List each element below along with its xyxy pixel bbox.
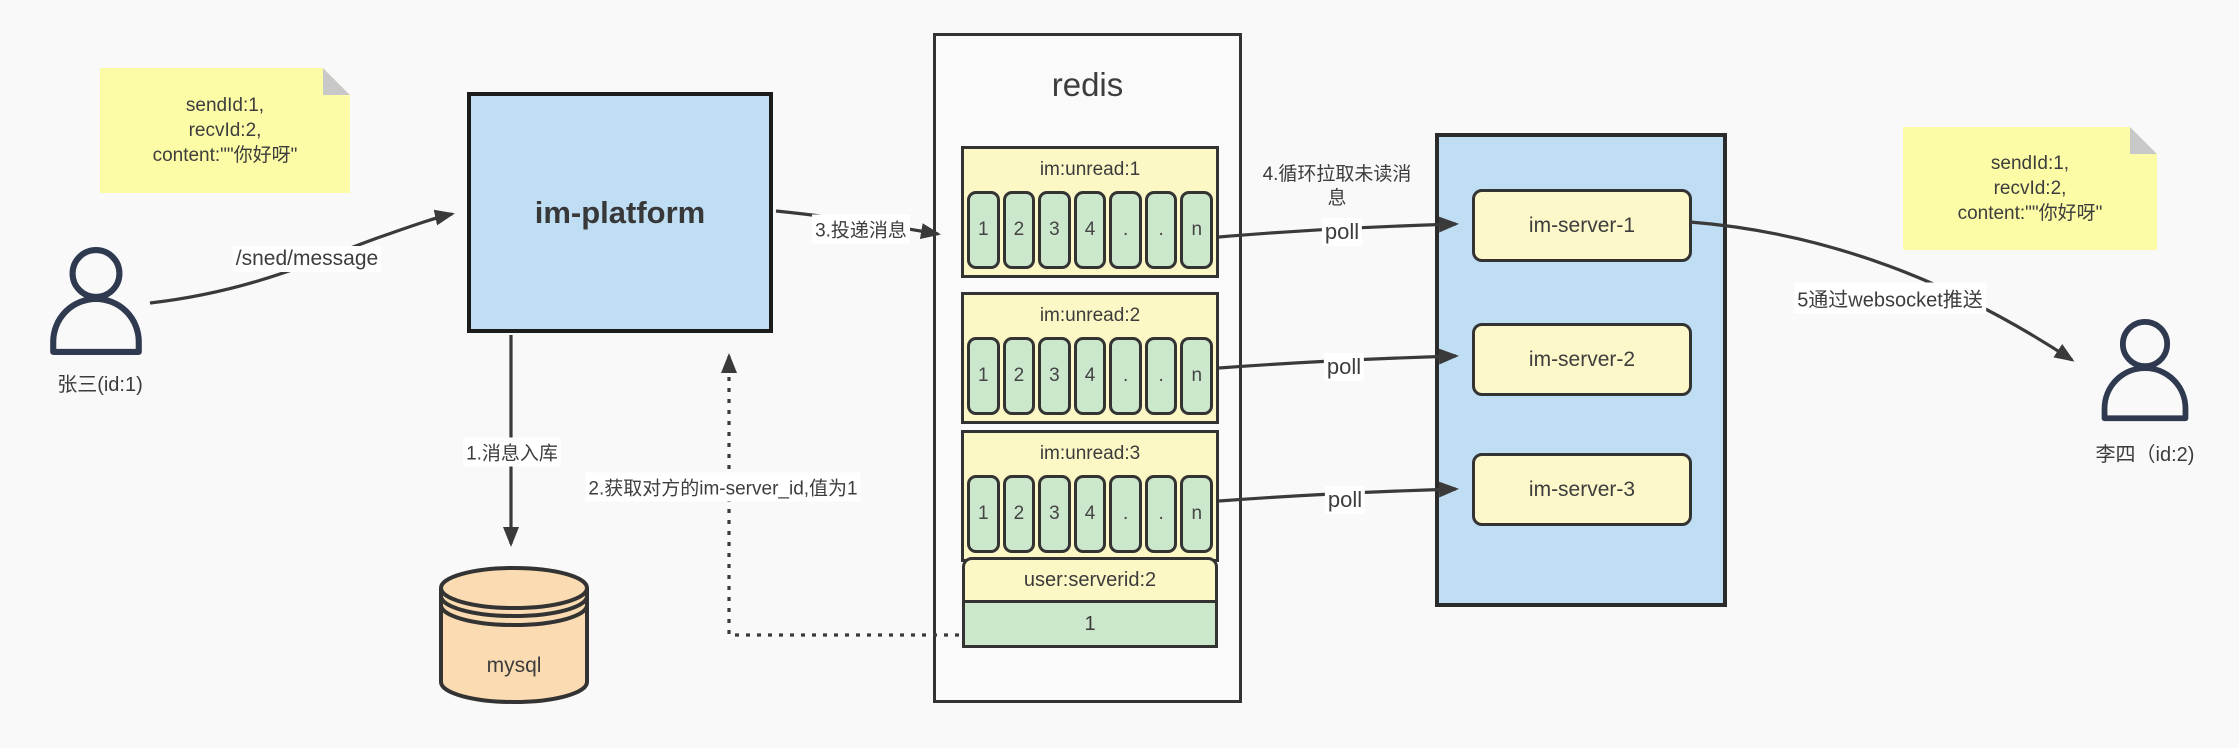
mysql-label: mysql xyxy=(486,654,542,677)
redis-title: redis xyxy=(1051,66,1124,103)
queue-cell: 1 xyxy=(967,337,1000,415)
sticky-note-right: sendId:1, recvId:2, content:""你好呀" xyxy=(1903,127,2157,250)
queue-cells: 1 2 3 4 . . n xyxy=(964,475,1216,559)
label-step1: 1.消息入库 xyxy=(463,437,561,467)
im-server-cluster: im-server-1 im-server-2 im-server-3 xyxy=(1435,133,1727,607)
queue-im-unread-2: im:unread:2 1 2 3 4 . . n xyxy=(961,292,1219,424)
note-line: recvId:2, xyxy=(188,120,262,141)
queue-cell: . xyxy=(1144,191,1178,269)
sender-label: 张三(id:1) xyxy=(57,374,143,396)
label-step5: 5通过websocket推送 xyxy=(1794,282,1986,314)
note-line: sendId:1, xyxy=(1990,153,2070,174)
queue-cell: . xyxy=(1144,475,1178,553)
queue-cells: 1 2 3 4 . . n xyxy=(964,337,1216,421)
queue-cell: . xyxy=(1109,191,1142,269)
label-poll-3: poll xyxy=(1324,486,1366,514)
sender-actor xyxy=(45,246,147,358)
im-platform-box: im-platform xyxy=(467,92,773,333)
queue-cell: 1 xyxy=(967,191,1000,269)
label-step2: 2.获取对方的im-server_id,值为1 xyxy=(585,472,861,502)
mysql-database: mysql xyxy=(435,562,593,710)
queue-cell: . xyxy=(1109,475,1142,553)
sticky-note-left: sendId:1, recvId:2, content:""你好呀" xyxy=(100,68,350,193)
queue-name: im:unread:2 xyxy=(1039,305,1141,326)
queue-cell: 2 xyxy=(1002,191,1036,269)
queue-im-unread-3: im:unread:3 1 2 3 4 . . n xyxy=(961,430,1219,562)
queue-name: im:unread:1 xyxy=(1039,159,1141,180)
queue-cell: n xyxy=(1180,191,1214,269)
queue-cell: 2 xyxy=(1002,337,1036,415)
label-step3: 3.投递消息 xyxy=(812,214,910,244)
folded-corner-icon xyxy=(2130,127,2157,154)
user-icon xyxy=(2101,318,2189,422)
label-poll-2: poll xyxy=(1323,353,1365,381)
queue-cell: n xyxy=(1180,475,1214,553)
queue-cell: . xyxy=(1109,337,1142,415)
queue-name: im:unread:3 xyxy=(1039,443,1141,464)
folded-corner-icon xyxy=(323,68,350,95)
note-line: content:""你好呀" xyxy=(152,145,298,166)
queue-cell: 4 xyxy=(1073,475,1107,553)
queue-cell: 2 xyxy=(1002,475,1036,553)
queue-cell: 4 xyxy=(1073,191,1107,269)
queue-cell: 3 xyxy=(1038,475,1071,553)
im-server-2-box: im-server-2 xyxy=(1472,323,1692,396)
im-server-3-box: im-server-3 xyxy=(1472,453,1692,526)
database-icon xyxy=(439,566,589,704)
queue-cells: 1 2 3 4 . . n xyxy=(964,191,1216,275)
label-step4: 4.循环拉取未读消息 xyxy=(1262,164,1412,209)
queue-cell: n xyxy=(1180,337,1214,415)
user-serverid-kv: user:serverid:2 1 xyxy=(962,557,1218,648)
kv-key: user:serverid:2 xyxy=(962,557,1218,603)
note-line: recvId:2, xyxy=(1993,178,2067,199)
redis-container: redis im:unread:1 1 2 3 4 . . n im:unrea… xyxy=(933,33,1242,703)
queue-im-unread-1: im:unread:1 1 2 3 4 . . n xyxy=(961,146,1219,278)
kv-value: 1 xyxy=(962,603,1218,648)
label-poll-1: poll xyxy=(1321,218,1363,246)
note-line: content:""你好呀" xyxy=(1957,203,2103,224)
queue-cell: 4 xyxy=(1073,337,1107,415)
receiver-label: 李四（id:2) xyxy=(2095,444,2195,466)
im-platform-label: im-platform xyxy=(534,194,706,230)
queue-cell: 1 xyxy=(967,475,1000,553)
label-send-path: /sned/message xyxy=(232,246,382,272)
receiver-actor xyxy=(2094,318,2196,424)
user-icon xyxy=(50,247,142,355)
note-line: sendId:1, xyxy=(185,95,265,116)
queue-cell: . xyxy=(1144,337,1178,415)
queue-cell: 3 xyxy=(1038,337,1071,415)
im-server-1-box: im-server-1 xyxy=(1472,189,1692,262)
queue-cell: 3 xyxy=(1038,191,1071,269)
